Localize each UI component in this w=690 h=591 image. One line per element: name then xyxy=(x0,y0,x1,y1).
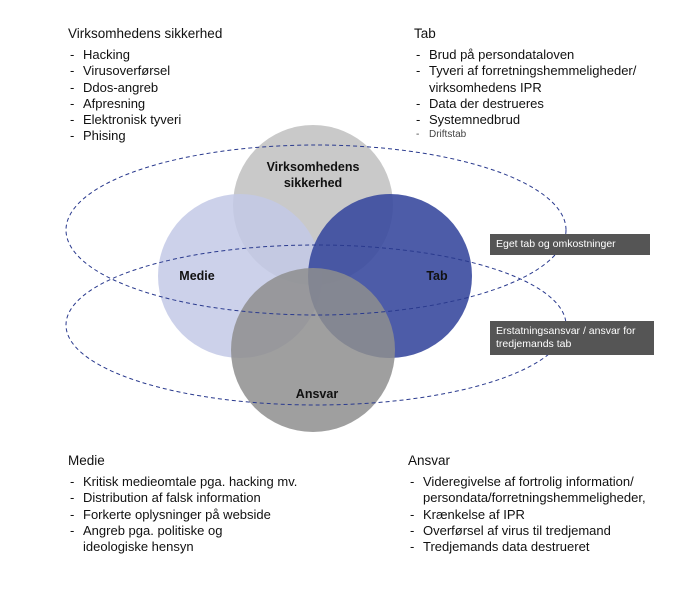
tag-eget-tab: Eget tab og omkostninger xyxy=(490,234,650,255)
circle-label-tab: Tab xyxy=(426,269,448,283)
list-title: Tab xyxy=(414,26,436,41)
list-item: Videregivelse af fortrolig information/ … xyxy=(408,474,688,507)
list-title: Virksomhedens sikkerhed xyxy=(68,26,223,41)
list-item: Systemnedbrud xyxy=(414,112,669,129)
list-item: Data der destrueres xyxy=(414,96,669,113)
list-item: Hacking xyxy=(68,47,222,64)
circle-label-medie: Medie xyxy=(179,269,214,283)
list-item: Angreb pga. politiske og ideologiske hen… xyxy=(68,523,258,556)
list-item: Ddos-angreb xyxy=(68,80,222,97)
list-item: Tyveri af forretningshemmeligheder/ virk… xyxy=(414,63,669,96)
list-item: Brud på persondataloven xyxy=(414,47,669,64)
tag-erstatningsansvar: Erstatningsansvar / ansvar for tredjeman… xyxy=(490,321,654,355)
list-item: Afpresning xyxy=(68,96,222,113)
list-item: Phising xyxy=(68,128,222,145)
circle-label-virksomhedens: Virksomhedens xyxy=(267,160,360,174)
list-item: Forkerte oplysninger på webside xyxy=(68,507,297,524)
list-item: Tredjemands data destrueret xyxy=(408,539,688,556)
list-ansvar: Ansvar Videregivelse af fortrolig inform… xyxy=(408,453,688,556)
list-item: Kritisk medieomtale pga. hacking mv. xyxy=(68,474,297,491)
list-item: Overførsel af virus til tredjemand xyxy=(408,523,688,540)
list-title: Ansvar xyxy=(408,453,451,468)
circle-label-sikkerhed: sikkerhed xyxy=(284,176,342,190)
list-item: Distribution af falsk information xyxy=(68,490,297,507)
list-item: Virusoverførsel xyxy=(68,63,222,80)
circle-label-ansvar: Ansvar xyxy=(296,387,339,401)
list-item: Driftstab xyxy=(414,128,669,142)
list-item: Elektronisk tyveri xyxy=(68,112,222,129)
list-title: Medie xyxy=(68,453,105,468)
dashed-ellipse-upper xyxy=(65,144,567,316)
circle-ansvar xyxy=(231,268,395,432)
list-tab: Tab Brud på persondataloven Tyveri af fo… xyxy=(414,26,669,142)
list-virksomhedens-sikkerhed: Virksomhedens sikkerhed Hacking Virusove… xyxy=(68,26,222,145)
list-item: Krænkelse af IPR xyxy=(408,507,688,524)
list-medie: Medie Kritisk medieomtale pga. hacking m… xyxy=(68,453,297,555)
